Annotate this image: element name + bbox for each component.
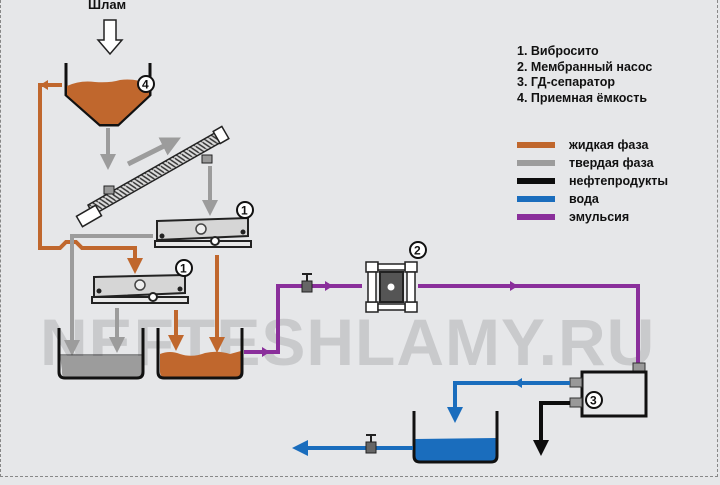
flow-legend-item: эмульсия <box>517 208 668 226</box>
oil-products-line <box>533 401 570 456</box>
svg-text:4: 4 <box>142 78 149 92</box>
valve-water-icon <box>365 434 377 454</box>
solid-phase-tank <box>57 328 145 380</box>
flow-legend-label: жидкая фаза <box>569 138 649 152</box>
flow-legend-item: жидкая фаза <box>517 136 668 154</box>
flow-legend-label: нефтепродукты <box>569 174 669 188</box>
equipment-legend-item: 2. Мембранный насос <box>517 59 653 74</box>
solid-line-auger-direction <box>126 137 181 167</box>
water-tank <box>412 411 499 464</box>
water-line-separator-tank <box>447 381 570 423</box>
flow-legend-label: вода <box>569 192 599 206</box>
feed-arrow-icon <box>96 19 124 56</box>
badge-4 <box>137 75 155 93</box>
svg-text:1: 1 <box>241 204 248 218</box>
flow-legend-label: твердая фаза <box>569 156 654 170</box>
equipment-legend-item: 4. Приемная ёмкость <box>517 90 648 105</box>
equipment-legend: 1. Вибросито 2. Мембранный насос 3. ГД-с… <box>517 44 652 106</box>
water-swatch <box>517 196 555 202</box>
liquid-line-hopper-return <box>38 83 143 274</box>
flow-legend-label: эмульсия <box>569 210 630 224</box>
vibrating-screen-bottom: 1 <box>91 259 193 304</box>
solid-line-screen1-tank <box>64 234 153 356</box>
liquid-swatch <box>517 142 555 148</box>
oil-swatch <box>517 178 555 184</box>
hydro-separator-3: 3 <box>569 362 648 418</box>
membrane-pump-2: 2 <box>365 241 427 313</box>
receiving-tank-4: 4 <box>64 63 155 127</box>
valve-emulsion-icon <box>301 273 313 293</box>
equipment-legend-item: 3. ГД-сепаратор <box>517 75 615 89</box>
liquid-phase-tank <box>156 328 244 380</box>
svg-text:3: 3 <box>590 394 597 408</box>
equipment-legend-item: 1. Вибросито <box>517 44 599 58</box>
svg-text:1: 1 <box>180 262 187 276</box>
emulsion-line-to-separator <box>418 284 640 364</box>
flow-legend-item: нефтепродукты <box>517 172 668 190</box>
flow-legend-item: твердая фаза <box>517 154 668 172</box>
screw-conveyor <box>75 125 230 228</box>
flow-legend-item: вода <box>517 190 668 208</box>
emulsion-swatch <box>517 214 555 220</box>
flow-legend: жидкая фаза твердая фаза нефтепродукты в… <box>517 136 668 226</box>
emulsion-line-to-pump <box>244 284 362 354</box>
svg-text:2: 2 <box>414 244 421 258</box>
solid-swatch <box>517 160 555 166</box>
feed-label: Шлам <box>88 0 127 12</box>
vibrating-screen-top: 1 <box>154 201 254 248</box>
